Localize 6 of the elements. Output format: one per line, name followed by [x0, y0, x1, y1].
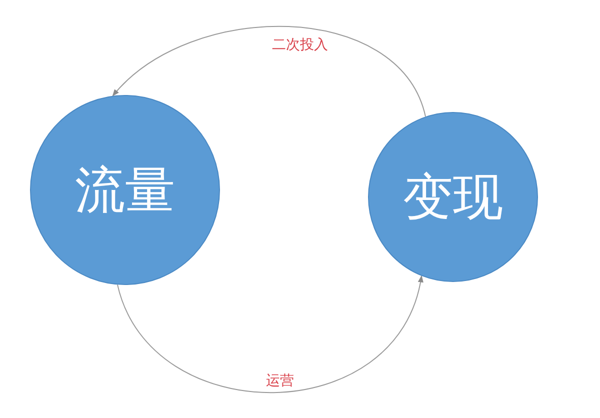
edge-label: 二次投入	[270, 36, 330, 54]
circle-label: 流量	[75, 160, 175, 220]
circle-label: 变现	[403, 166, 503, 228]
edge-label: 运营	[264, 372, 296, 390]
curved-arrow	[116, 275, 423, 394]
curved-arrow	[112, 26, 426, 118]
